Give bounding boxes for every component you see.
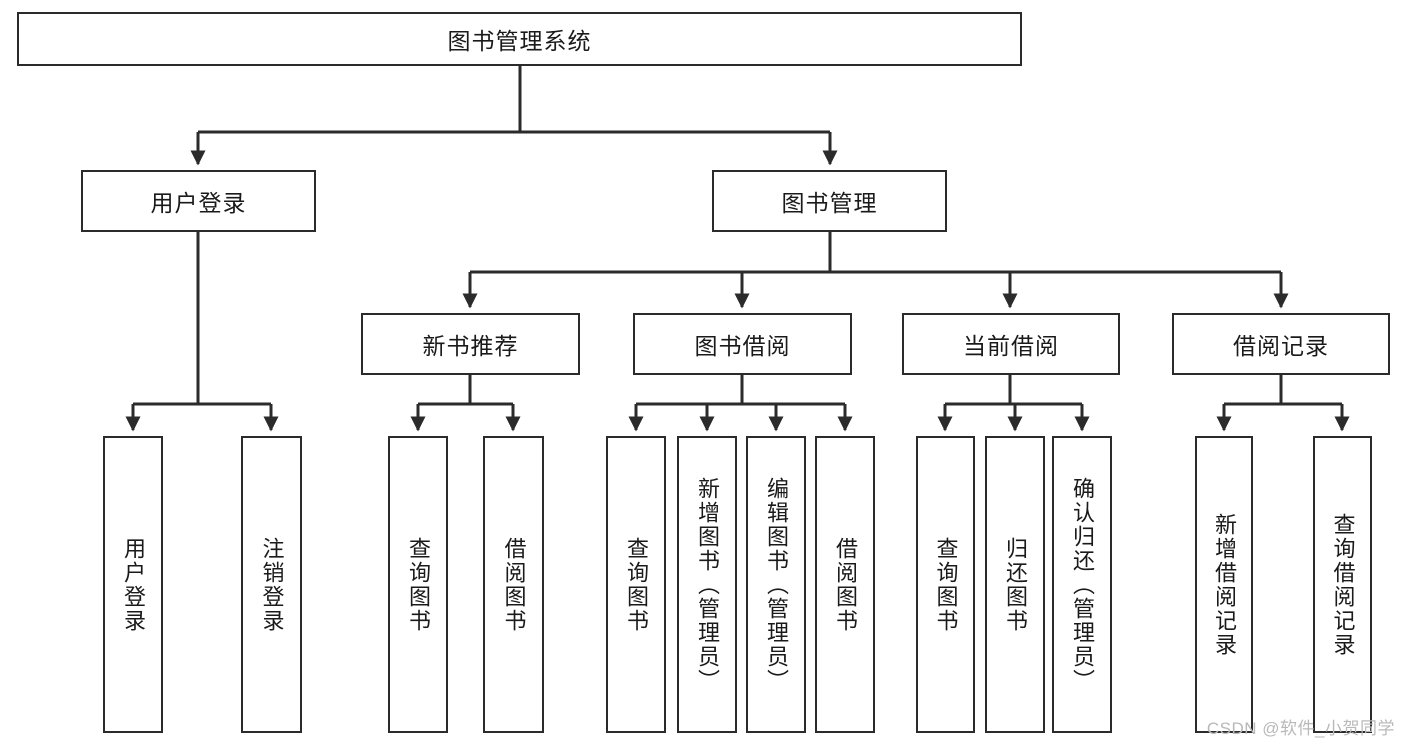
leaf-user-login[interactable]: 用户登录 — [103, 436, 163, 733]
leaf-current-query-book[interactable]: 查询图书 — [916, 436, 975, 733]
leaf-user-logout[interactable]: 注销登录 — [241, 436, 302, 733]
node-label: 当前借阅 — [963, 333, 1059, 359]
node-label: 编辑图书（管理员） — [763, 476, 789, 693]
leaf-borrow-edit-book-admin[interactable]: 编辑图书（管理员） — [746, 436, 806, 733]
leaf-recommend-borrow-book[interactable]: 借阅图书 — [483, 436, 544, 733]
node-label: 借阅图书 — [501, 536, 527, 633]
node-label: 用户登录 — [120, 536, 146, 633]
node-label: 新书推荐 — [422, 333, 519, 359]
leaf-record-query-borrow-record[interactable]: 查询借阅记录 — [1313, 436, 1372, 733]
leaf-borrow-add-book-admin[interactable]: 新增图书（管理员） — [677, 436, 737, 733]
csdn-watermark: CSDN @软件_小贺同学 — [1206, 719, 1395, 738]
node-new-book-recommend[interactable]: 新书推荐 — [361, 313, 580, 375]
node-label: 归还图书 — [1002, 536, 1028, 633]
node-label: 新增借阅记录 — [1211, 512, 1237, 657]
node-borrow-record[interactable]: 借阅记录 — [1172, 313, 1390, 375]
leaf-borrow-borrow-book[interactable]: 借阅图书 — [815, 436, 875, 733]
node-label: 查询图书 — [933, 536, 959, 633]
node-label: 查询图书 — [405, 536, 431, 633]
node-label: 图书管理 — [781, 190, 878, 216]
leaf-recommend-query-book[interactable]: 查询图书 — [388, 436, 448, 733]
node-book-management[interactable]: 图书管理 — [712, 170, 947, 232]
node-label: 查询借阅记录 — [1330, 512, 1356, 657]
node-label: 图书管理系统 — [447, 28, 592, 54]
node-label: 注销登录 — [259, 536, 285, 633]
node-label: 查询图书 — [623, 536, 649, 633]
leaf-current-return-book[interactable]: 归还图书 — [985, 436, 1045, 733]
leaf-record-add-borrow-record[interactable]: 新增借阅记录 — [1195, 436, 1253, 733]
node-current-borrow[interactable]: 当前借阅 — [902, 313, 1120, 375]
node-label: 借阅记录 — [1233, 333, 1329, 359]
node-label: 用户登录 — [150, 190, 247, 216]
node-root-book-management-system[interactable]: 图书管理系统 — [17, 12, 1022, 66]
leaf-current-confirm-return-admin[interactable]: 确认归还（管理员） — [1052, 436, 1112, 733]
node-label: 新增图书（管理员） — [694, 476, 720, 693]
node-user-login[interactable]: 用户登录 — [81, 170, 316, 232]
leaf-borrow-query-book[interactable]: 查询图书 — [606, 436, 666, 733]
node-label: 借阅图书 — [832, 536, 858, 633]
node-book-borrow[interactable]: 图书借阅 — [633, 313, 852, 375]
node-label: 确认归还（管理员） — [1069, 476, 1095, 693]
node-label: 图书借阅 — [694, 333, 791, 359]
